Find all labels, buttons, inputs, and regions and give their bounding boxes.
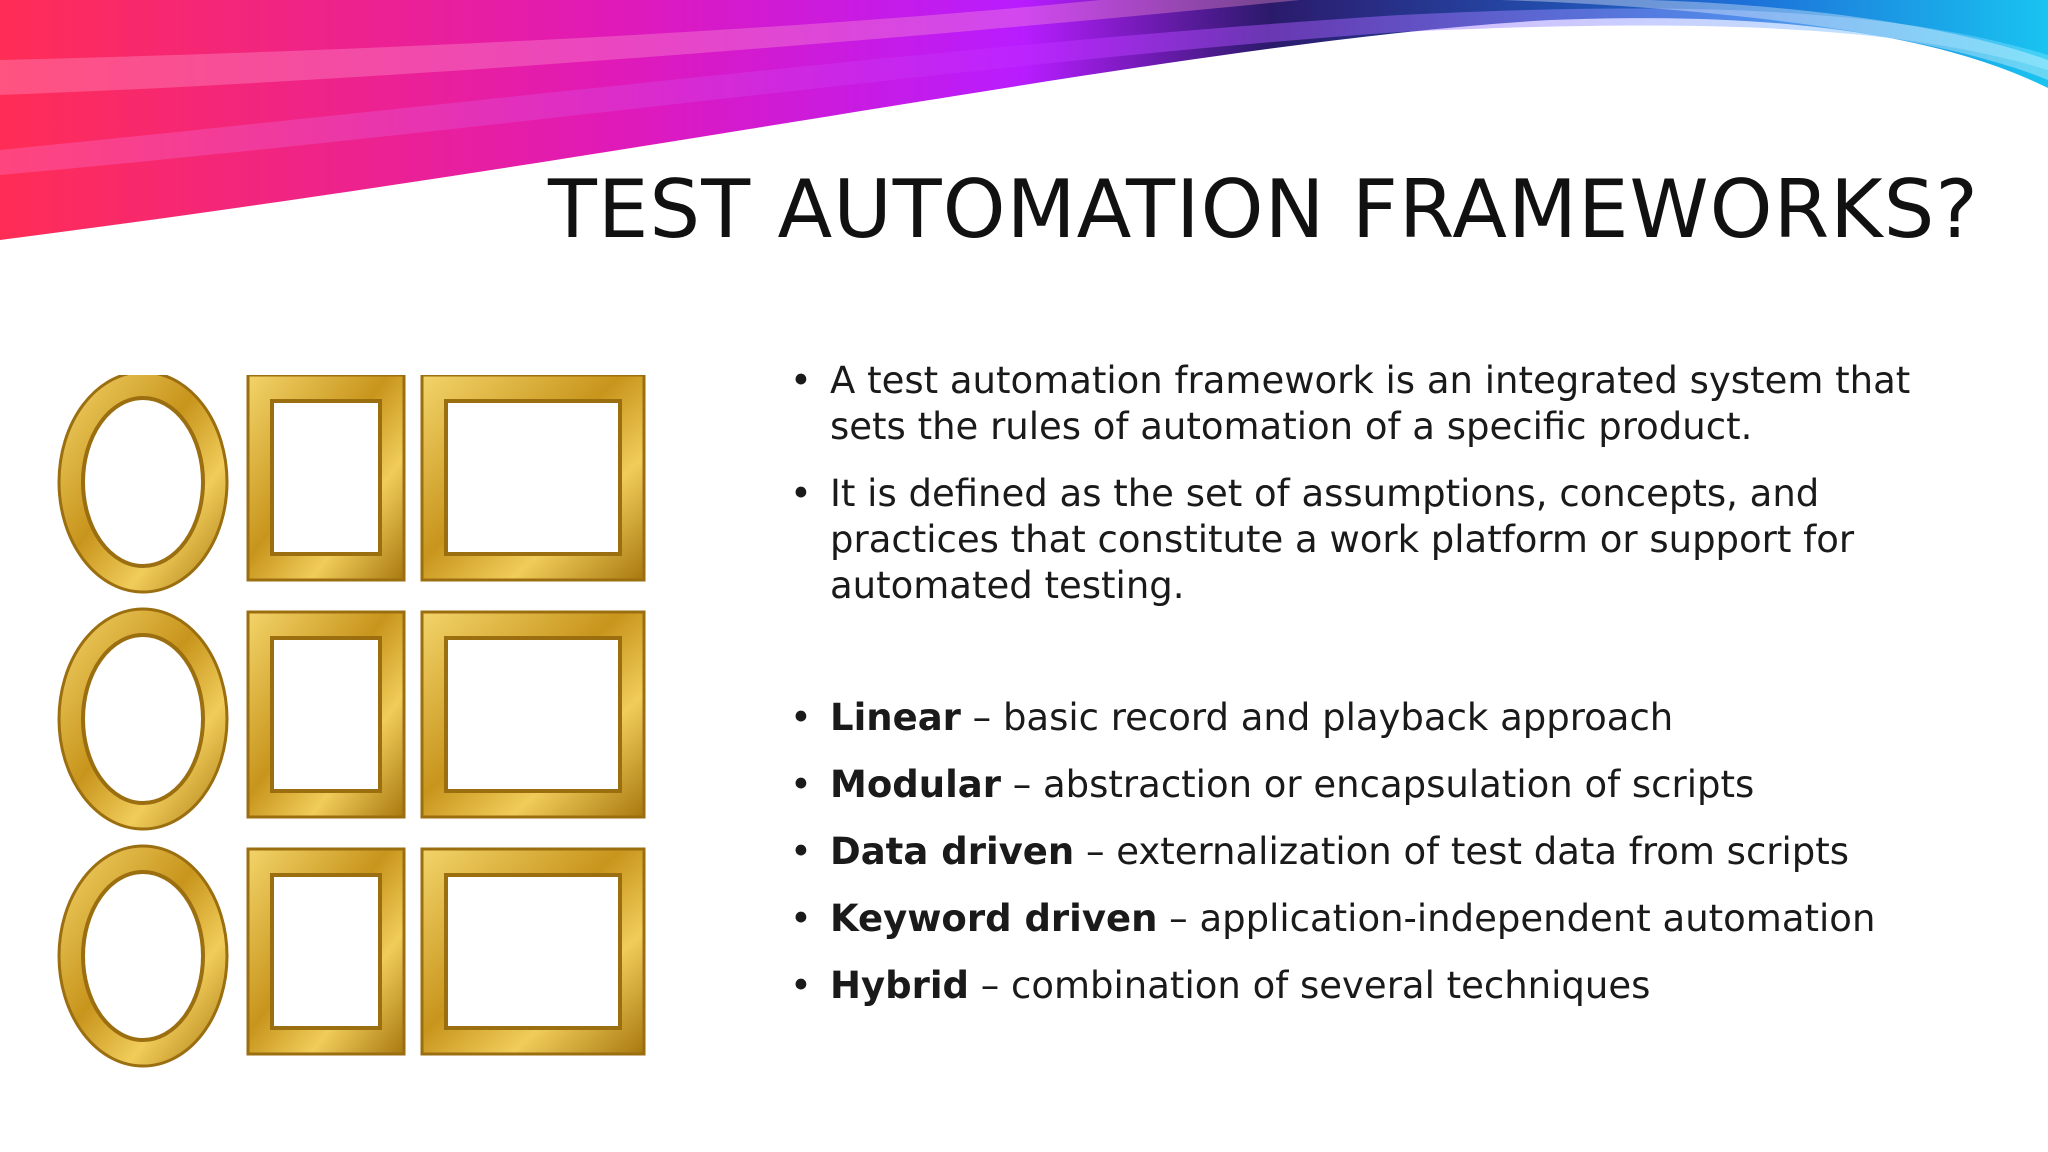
intro-list: A test automation framework is an integr… bbox=[790, 358, 1990, 609]
picture-frames-image bbox=[57, 375, 646, 1068]
intro-bullet: A test automation framework is an integr… bbox=[790, 358, 1990, 450]
frame-row-2 bbox=[57, 607, 646, 831]
framework-type-name: Keyword driven bbox=[830, 897, 1158, 940]
framework-type-item: Modular – abstraction or encapsulation o… bbox=[790, 762, 1990, 808]
slide-title: TEST AUTOMATION FRAMEWORKS? bbox=[548, 163, 1979, 256]
framework-type-description: – externalization of test data from scri… bbox=[1074, 830, 1850, 873]
framework-type-item: Data driven – externalization of test da… bbox=[790, 829, 1990, 875]
framework-type-item: Keyword driven – application-independent… bbox=[790, 896, 1990, 942]
framework-type-description: – application-independent automation bbox=[1157, 897, 1876, 940]
frame-row-1 bbox=[57, 375, 646, 594]
frame-row-3 bbox=[57, 844, 646, 1068]
decorative-swoosh bbox=[0, 0, 2048, 240]
framework-types-list: Linear – basic record and playback appro… bbox=[790, 695, 1990, 1009]
framework-type-name: Modular bbox=[830, 763, 1001, 806]
framework-type-description: – basic record and playback approach bbox=[960, 696, 1674, 739]
framework-type-item: Hybrid – combination of several techniqu… bbox=[790, 963, 1990, 1009]
framework-type-name: Hybrid bbox=[830, 964, 969, 1007]
framework-type-item: Linear – basic record and playback appro… bbox=[790, 695, 1990, 741]
framework-type-name: Linear bbox=[830, 696, 961, 739]
intro-bullet: It is defined as the set of assumptions,… bbox=[790, 471, 1990, 609]
framework-type-description: – abstraction or encapsulation of script… bbox=[1000, 763, 1755, 806]
slide-body: A test automation framework is an integr… bbox=[790, 358, 1990, 1030]
framework-type-description: – combination of several techniques bbox=[969, 964, 1651, 1007]
framework-type-name: Data driven bbox=[830, 830, 1075, 873]
